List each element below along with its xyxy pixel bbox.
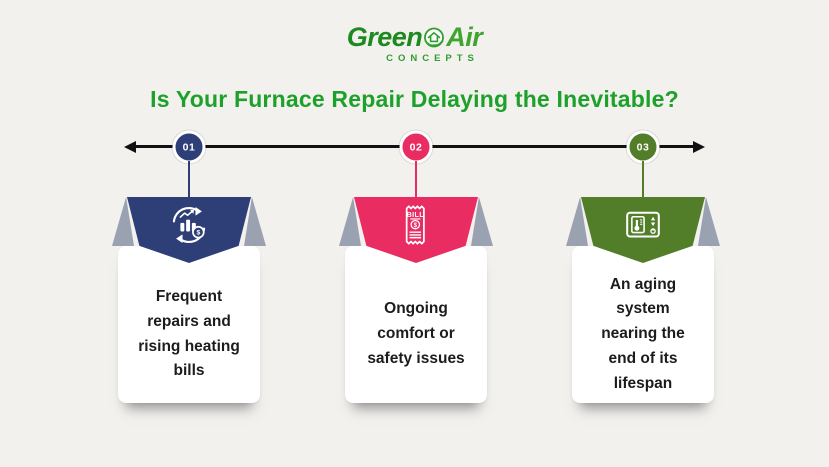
step-1: $ Frequent repairs and rising heating bi… bbox=[112, 161, 266, 403]
timeline-marker-02: 02 bbox=[399, 130, 433, 164]
brand-name-part2: Air bbox=[446, 22, 483, 52]
repair-cost-cycle-icon: $ bbox=[172, 206, 206, 244]
timeline-arrow-right-icon bbox=[693, 140, 705, 153]
brand-logo-row: Green Air bbox=[347, 24, 483, 51]
svg-text:$: $ bbox=[414, 222, 418, 229]
timeline-marker-01-number: 01 bbox=[182, 141, 196, 153]
step-3-card bbox=[572, 246, 714, 403]
svg-text:BILL: BILL bbox=[407, 211, 425, 219]
svg-text:$: $ bbox=[196, 230, 200, 237]
thermostat-icon bbox=[626, 211, 660, 238]
step-1-label: Frequent repairs and rising heating bill… bbox=[138, 287, 240, 380]
step-3: An aging system nearing the end of its l… bbox=[566, 161, 720, 403]
brand-tagline: CONCEPTS bbox=[386, 53, 479, 64]
brand-logo: Green Air CONCEPTS bbox=[0, 24, 829, 65]
step-2-card bbox=[345, 246, 487, 403]
step-1-connector-line bbox=[188, 161, 190, 197]
timeline-arrow-left-icon bbox=[124, 140, 136, 153]
step-2: BILL $ Ongoing comfort or safety issues bbox=[339, 161, 493, 403]
leaf-house-logo-icon bbox=[424, 27, 445, 47]
step-2-label: Ongoing comfort or safety issues bbox=[367, 300, 465, 367]
timeline-marker-03: 03 bbox=[626, 130, 660, 164]
timeline-marker-02-number: 02 bbox=[409, 141, 423, 153]
step-1-card bbox=[118, 246, 260, 403]
timeline-marker-03-number: 03 bbox=[636, 141, 650, 153]
step-3-label: An aging system nearing the end of its l… bbox=[601, 275, 685, 392]
step-3-connector-line bbox=[642, 161, 644, 197]
page-title: Is Your Furnace Repair Delaying the Inev… bbox=[150, 86, 679, 112]
bill-receipt-icon: BILL $ bbox=[405, 205, 425, 245]
brand-name-part1: Green bbox=[346, 22, 423, 52]
timeline-marker-01: 01 bbox=[172, 130, 206, 164]
step-2-connector-line bbox=[415, 161, 417, 197]
